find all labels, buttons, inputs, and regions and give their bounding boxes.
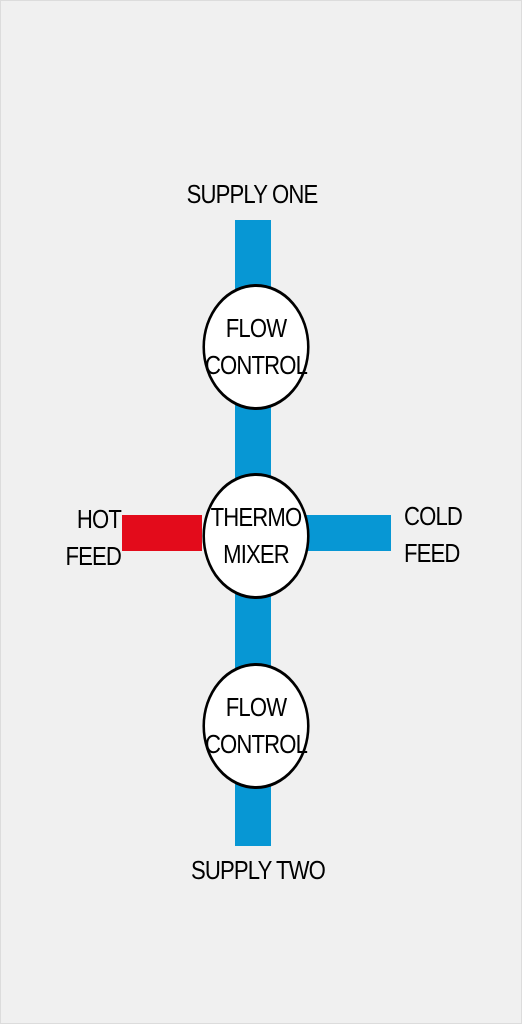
hot-feed-pipe [122,515,202,551]
cold-feed-label: COLD FEED [404,498,481,572]
flow-control-top-node: FLOW CONTROL [202,284,310,410]
cold-feed-line1: COLD [404,501,463,531]
hot-feed-line2: FEED [65,541,121,571]
flow-control-bottom-line1: FLOW [225,692,287,722]
cold-feed-line2: FEED [404,538,460,568]
flow-control-bottom-node: FLOW CONTROL [202,663,310,789]
thermo-mixer-node: THERMO MIXER [202,473,310,599]
supply-two-label: SUPPLY TWO [191,855,326,885]
cold-feed-pipe [306,515,391,551]
supply-one-label: SUPPLY ONE [186,179,319,209]
flow-control-top-line1: FLOW [225,313,287,343]
flow-control-top-line2: CONTROL [204,350,308,380]
thermo-mixer-line2: MIXER [223,539,290,569]
flow-control-bottom-line2: CONTROL [204,729,308,759]
hot-feed-label: HOT FEED [45,501,122,575]
hot-feed-line1: HOT [76,504,122,534]
thermo-mixer-line1: THERMO [210,502,303,532]
